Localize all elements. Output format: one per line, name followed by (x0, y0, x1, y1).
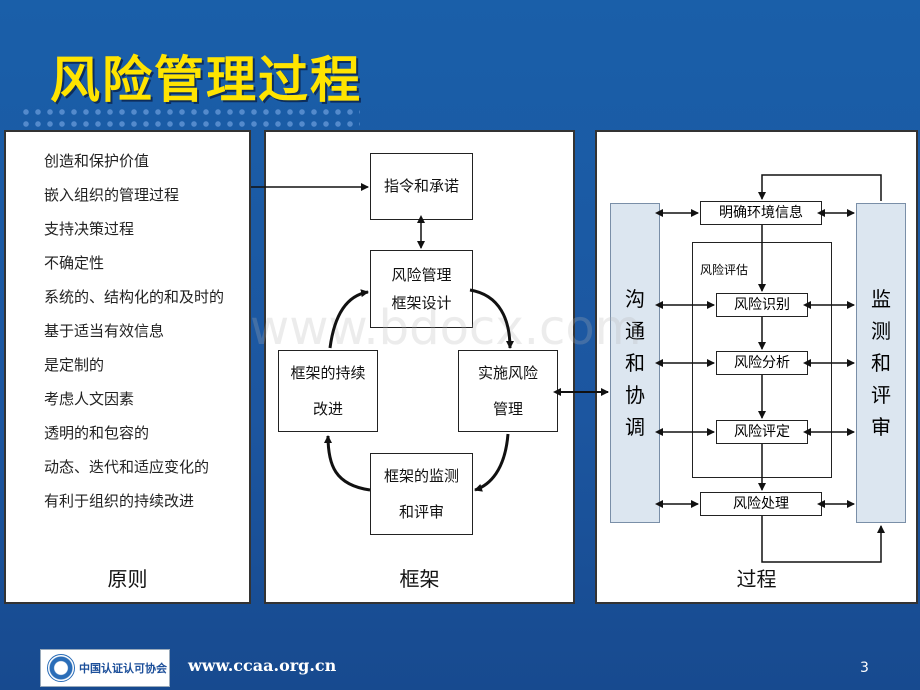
communicate-char: 协 (625, 383, 645, 407)
principle-item: 支持决策过程 (44, 220, 135, 238)
principle-item: 动态、迭代和适应变化的 (44, 458, 210, 476)
watermark: www.bdocx.com (250, 300, 642, 356)
principle-item: 有利于组织的持续改进 (44, 492, 195, 510)
analyze-box: 风险分析 (716, 351, 808, 375)
identify-box: 风险识别 (716, 293, 808, 317)
improve-line2: 改进 (312, 400, 343, 418)
framework-label: 框架 (399, 567, 440, 591)
principles-label: 原则 (107, 567, 148, 591)
slide-title: 风险管理过程 (50, 51, 362, 109)
monitor-review-char: 评 (871, 383, 891, 407)
mandate-box: 指令和承诺 (370, 153, 473, 220)
page-number: 3 (860, 660, 869, 676)
mandate-text: 指令和承诺 (383, 177, 459, 195)
implement-line2: 管理 (492, 400, 523, 418)
ccaa-logo-icon (47, 654, 75, 682)
monitor-review-char: 审 (871, 415, 891, 439)
treat-box: 风险处理 (700, 492, 822, 516)
principle-item: 考虑人文因素 (44, 390, 135, 408)
improve-line1: 框架的持续 (290, 364, 366, 382)
principle-item: 是定制的 (44, 356, 105, 374)
monitor-line1: 框架的监测 (383, 467, 459, 485)
implement-box: 实施风险 管理 (458, 350, 558, 432)
monitor-review-bar: 监 测 和 评 审 (856, 203, 906, 523)
principle-item: 创造和保护价值 (44, 152, 150, 170)
communicate-char: 和 (625, 351, 645, 375)
principle-item: 不确定性 (44, 254, 105, 272)
design-line2: 框架设计 (391, 294, 452, 312)
principle-item: 基于适当有效信息 (44, 322, 165, 340)
implement-line1: 实施风险 (477, 364, 538, 382)
assessment-label: 风险评估 (700, 263, 749, 277)
context-box: 明确环境信息 (700, 201, 822, 225)
communicate-char: 调 (625, 415, 645, 439)
monitor-box: 框架的监测 和评审 (370, 453, 473, 535)
monitor-line2: 和评审 (398, 503, 444, 521)
footer-url[interactable]: www.ccaa.org.cn (188, 656, 337, 675)
ccaa-logo: 中国认证认可协会 (40, 649, 170, 687)
monitor-review-char: 测 (871, 319, 891, 343)
principle-item: 嵌入组织的管理过程 (44, 186, 180, 204)
communicate-bar: 沟 通 和 协 调 (610, 203, 660, 523)
design-box: 风险管理 框架设计 (370, 250, 473, 328)
communicate-char: 沟 (625, 287, 645, 311)
principles-panel: 创造和保护价值 嵌入组织的管理过程 支持决策过程 不确定性 系统的、结构化的和及… (4, 130, 251, 604)
evaluate-box: 风险评定 (716, 420, 808, 444)
monitor-review-char: 监 (871, 287, 891, 311)
logo-text: 中国认证认可协会 (79, 662, 167, 675)
monitor-review-char: 和 (871, 351, 891, 375)
process-label: 过程 (736, 567, 777, 591)
communicate-char: 通 (625, 319, 645, 343)
principle-item: 透明的和包容的 (44, 424, 150, 442)
design-line1: 风险管理 (391, 266, 452, 284)
decorative-dots (20, 106, 360, 130)
improve-box: 框架的持续 改进 (278, 350, 378, 432)
principle-item: 系统的、结构化的和及时的 (44, 288, 225, 306)
